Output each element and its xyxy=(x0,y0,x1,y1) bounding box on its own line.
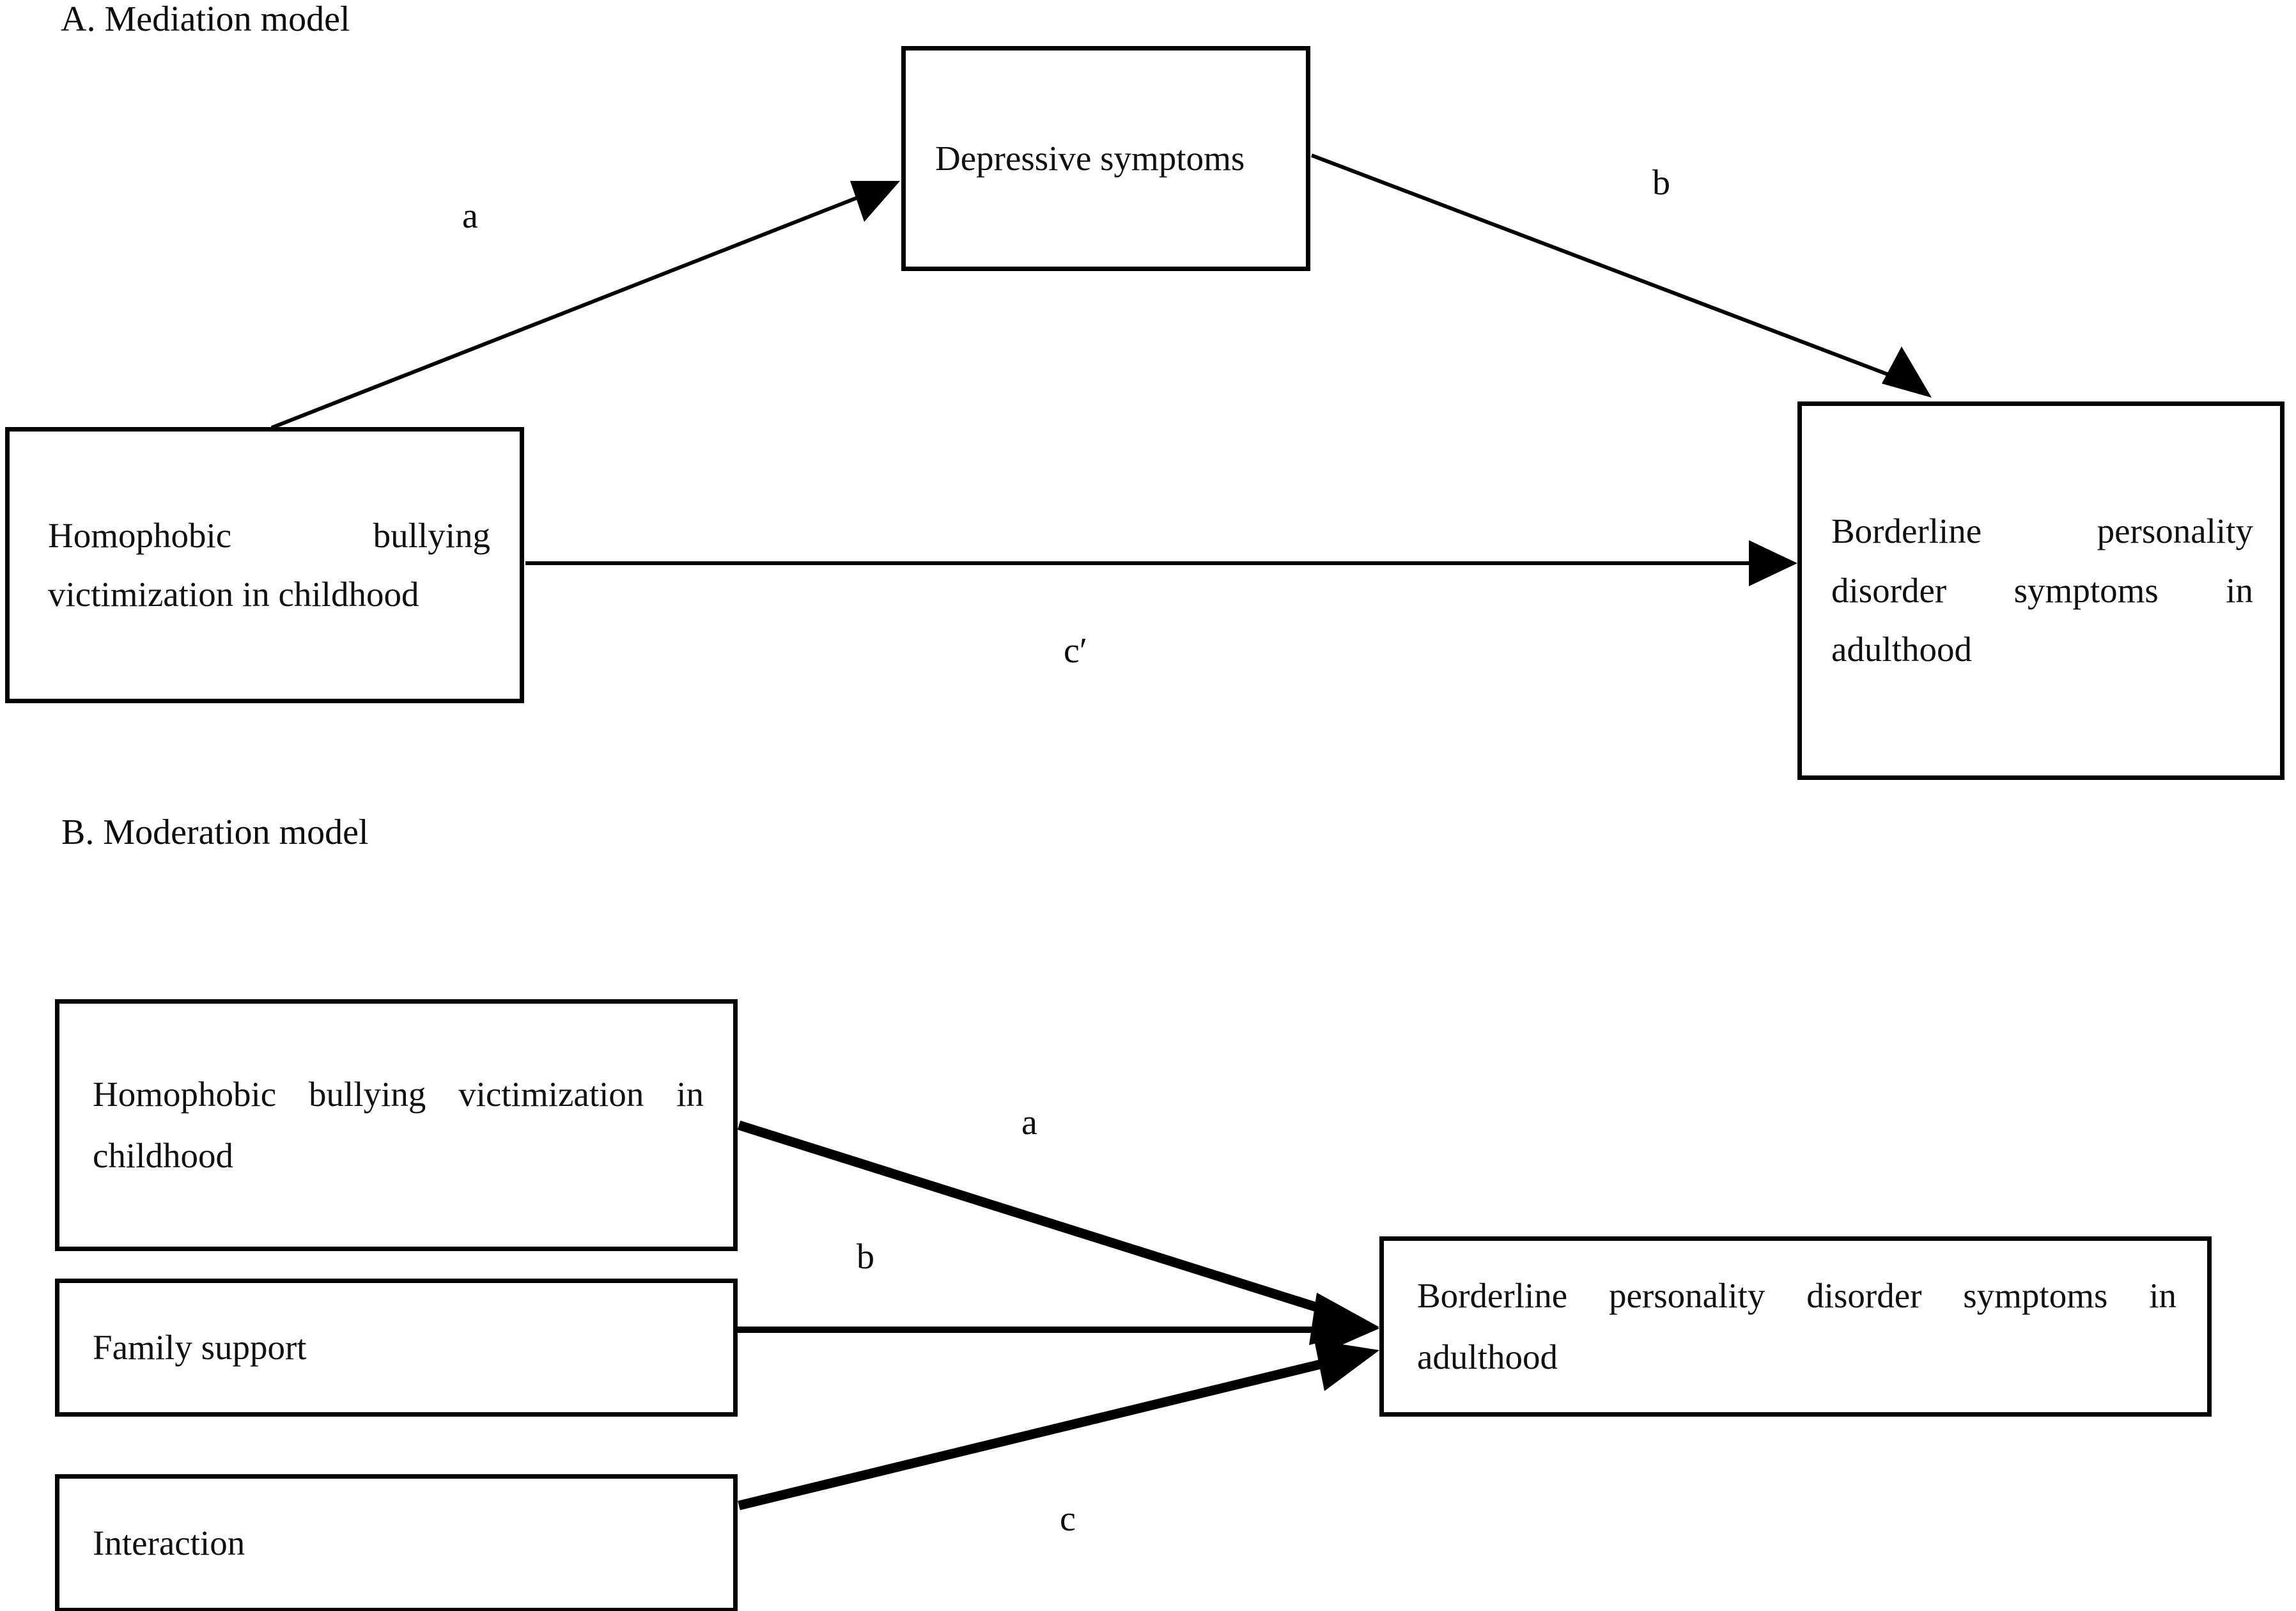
arrow-cprime-mediation xyxy=(525,540,1797,586)
arrow-a-mediation xyxy=(270,181,900,430)
node-interaction-label: Interaction xyxy=(93,1523,245,1562)
node-depressive-symptoms: Depressive symptoms xyxy=(901,46,1310,271)
panel-b-title: B. Moderation model xyxy=(61,813,369,852)
node-homophobic-bullying-b: Homophobic bullying victimization in chi… xyxy=(55,999,738,1251)
arrow-a-moderation xyxy=(737,1120,1379,1345)
node-homophobic-bullying-a-label: Homophobic bullying victimization in chi… xyxy=(48,515,490,614)
node-family-support-label: Family support xyxy=(93,1327,307,1367)
node-borderline-bpd-b: Borderline personality disorder symptoms… xyxy=(1379,1236,2212,1417)
path-label-a-moderation: a xyxy=(1021,1103,1037,1142)
node-borderline-bpd-a-label: Borderline personality disorder symptoms… xyxy=(1831,511,2253,669)
path-label-cprime-mediation: c′ xyxy=(1064,631,1088,671)
path-label-c-moderation: c xyxy=(1060,1499,1076,1539)
panel-a-title: A. Mediation model xyxy=(61,0,350,39)
node-borderline-bpd-a: Borderline personality disorder symptoms… xyxy=(1797,401,2284,780)
node-interaction: Interaction xyxy=(55,1474,738,1611)
arrow-c-moderation xyxy=(738,1340,1379,1511)
node-homophobic-bullying-a: Homophobic bullying victimization in chi… xyxy=(5,427,524,703)
node-family-support: Family support xyxy=(55,1279,738,1417)
arrow-b-moderation xyxy=(738,1302,1379,1355)
node-homophobic-bullying-b-label: Homophobic bullying victimization in chi… xyxy=(93,1074,704,1175)
node-depressive-symptoms-label: Depressive symptoms xyxy=(935,138,1245,178)
path-label-b-moderation: b xyxy=(857,1237,874,1277)
arrow-b-mediation xyxy=(1310,153,1932,398)
path-label-b-mediation: b xyxy=(1652,163,1670,203)
node-borderline-bpd-b-label: Borderline personality disorder symptoms… xyxy=(1417,1275,2176,1376)
path-label-a-mediation: a xyxy=(462,196,478,236)
